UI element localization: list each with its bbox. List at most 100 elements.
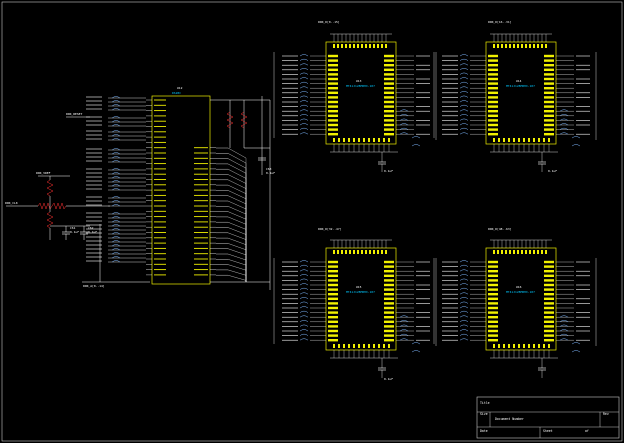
bus-entry — [559, 132, 569, 135]
memory-right-pin-label — [384, 114, 394, 117]
bus-entry — [111, 200, 121, 203]
bus-entry — [399, 132, 409, 135]
bus-entry — [459, 63, 469, 66]
memory-right-pin-label — [544, 77, 554, 81]
main-chip-right-wires — [210, 147, 270, 283]
memory-top-pin-label — [505, 250, 507, 254]
memory-bottom-pin-label — [518, 138, 520, 142]
memory-right-pin-label — [544, 82, 554, 85]
memory-chip-array: U13MT41J128M8HX-187U14MT41J128M8HX-187U1… — [273, 33, 597, 378]
memory-top-pin-label — [345, 250, 347, 254]
memory-right-pin-label — [544, 339, 554, 342]
bus-entry — [559, 338, 569, 341]
memory-right-pin-label — [544, 73, 554, 76]
bus-entry — [459, 333, 469, 336]
memory-left-pin-label — [488, 96, 498, 99]
memory-right-pin-label — [384, 119, 394, 122]
fanout-wire — [227, 216, 247, 225]
bus-entry — [111, 100, 121, 103]
memory-right-pin-label — [384, 270, 394, 273]
memory-left-pin-label — [328, 100, 338, 104]
memory-left-pin-label — [488, 128, 498, 131]
memory-top-pin-label — [521, 250, 523, 254]
bus-entry — [111, 260, 121, 263]
bus-entry — [111, 244, 121, 247]
bus-entry — [459, 264, 469, 267]
memory-right-pin-label — [384, 128, 394, 131]
memory-right-pin-label — [384, 302, 394, 305]
bus-entry — [399, 118, 409, 121]
bus-entry — [459, 123, 469, 126]
memory-top-pin-label — [353, 44, 355, 48]
memory-right-pin-label — [544, 260, 554, 264]
bus-entry — [559, 109, 569, 112]
bus-entry — [299, 114, 309, 117]
memory-top-pin-label — [513, 250, 515, 254]
fanout-wire — [227, 184, 247, 194]
fanout-wire — [227, 206, 247, 215]
main-chip-part: DS28C — [172, 91, 181, 95]
memory-left-pin-label — [328, 105, 338, 108]
bus-entry — [111, 240, 121, 243]
memory-left-pin-label — [488, 73, 498, 76]
memory-left-pin-label — [328, 77, 338, 81]
memory-left-pin-label — [488, 87, 498, 90]
bus-label-top-left: DDR_D[0..15] — [318, 20, 340, 24]
memory-top-pin-label — [361, 250, 363, 254]
memory-bottom-pin-label — [343, 138, 345, 142]
bus-entry — [571, 136, 581, 147]
bus-entry — [459, 109, 469, 112]
memory-left-pin-label — [488, 133, 498, 136]
fanout-wire — [227, 259, 247, 266]
fanout-wire — [227, 222, 247, 230]
memory-bottom-pin-label — [543, 344, 545, 348]
memory-chip-body — [485, 41, 557, 145]
memory-right-pin-label — [384, 316, 394, 319]
memory-top-pin-label — [369, 250, 371, 254]
main-chip-pins — [146, 99, 216, 276]
memory-right-pin-label — [544, 334, 554, 337]
memory-bottom-pin-label — [368, 138, 370, 142]
bus-entry — [459, 118, 469, 121]
memory-right-pin-label — [384, 96, 394, 99]
memory-right-pin-label — [544, 270, 554, 273]
cap-value-c63: 0.1uF — [266, 171, 275, 175]
bus-entry — [299, 127, 309, 130]
resistor-r2 — [51, 202, 67, 210]
memory-left-pin-label — [328, 316, 338, 319]
memory-top-pin-label — [493, 250, 495, 254]
bus-entry — [299, 264, 309, 267]
bus-entry — [299, 306, 309, 309]
bus-entry — [299, 91, 309, 94]
memory-bottom-pin-label — [348, 138, 350, 142]
bus-entry — [559, 118, 569, 121]
memory-bottom-pin-label — [378, 138, 380, 142]
bus-entry — [459, 77, 469, 80]
memory-bottom-pin-label — [353, 344, 355, 348]
memory-left-pin-label — [328, 73, 338, 76]
sheet-of-label: of — [585, 429, 589, 433]
bus-entry — [111, 124, 121, 127]
memory-bottom-pin-label — [368, 344, 370, 348]
bus-entry — [559, 324, 569, 327]
vref-net-label: DDR_VREF — [36, 171, 51, 175]
fanout-wire — [227, 158, 247, 169]
memory-left-pin-label — [488, 68, 498, 71]
memory-right-pin-label — [384, 297, 394, 300]
memory-chip-part: MT41J128M8HX-187 — [506, 84, 535, 88]
bus-label-bottom-left: DDR_D[32..47] — [318, 227, 342, 231]
memory-chip-ref: U16 — [516, 285, 522, 289]
memory-bottom-pin-label — [528, 344, 530, 348]
memory-right-pin-label — [384, 325, 394, 328]
fanout-wire — [227, 147, 247, 159]
memory-left-pin-label — [328, 87, 338, 90]
bus-entry — [299, 81, 309, 84]
memory-bottom-pin-label — [538, 138, 540, 142]
memory-top-pin-label — [385, 44, 387, 48]
fanout-wire — [227, 169, 247, 179]
bus-entry — [459, 292, 469, 295]
bus-label-top-right: DDR_D[16..31] — [488, 20, 512, 24]
memory-right-pin-label — [384, 64, 394, 67]
bus-entry — [299, 329, 309, 332]
